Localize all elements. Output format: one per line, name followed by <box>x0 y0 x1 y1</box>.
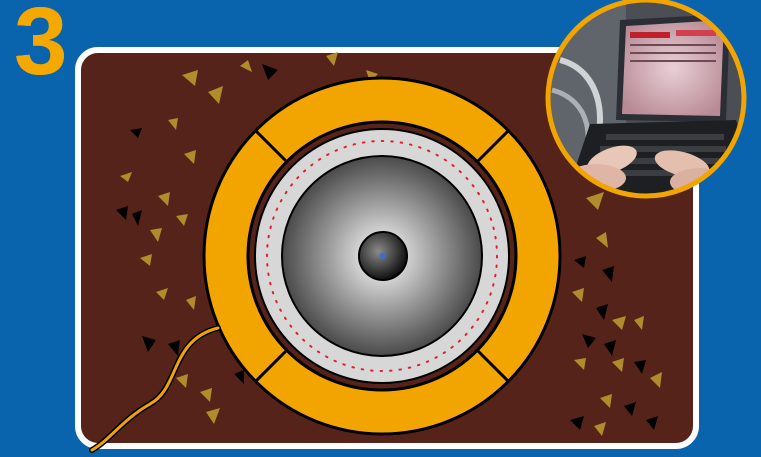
laptop-photo-icon <box>546 0 760 200</box>
step-number-overlay: 3 <box>14 0 67 90</box>
